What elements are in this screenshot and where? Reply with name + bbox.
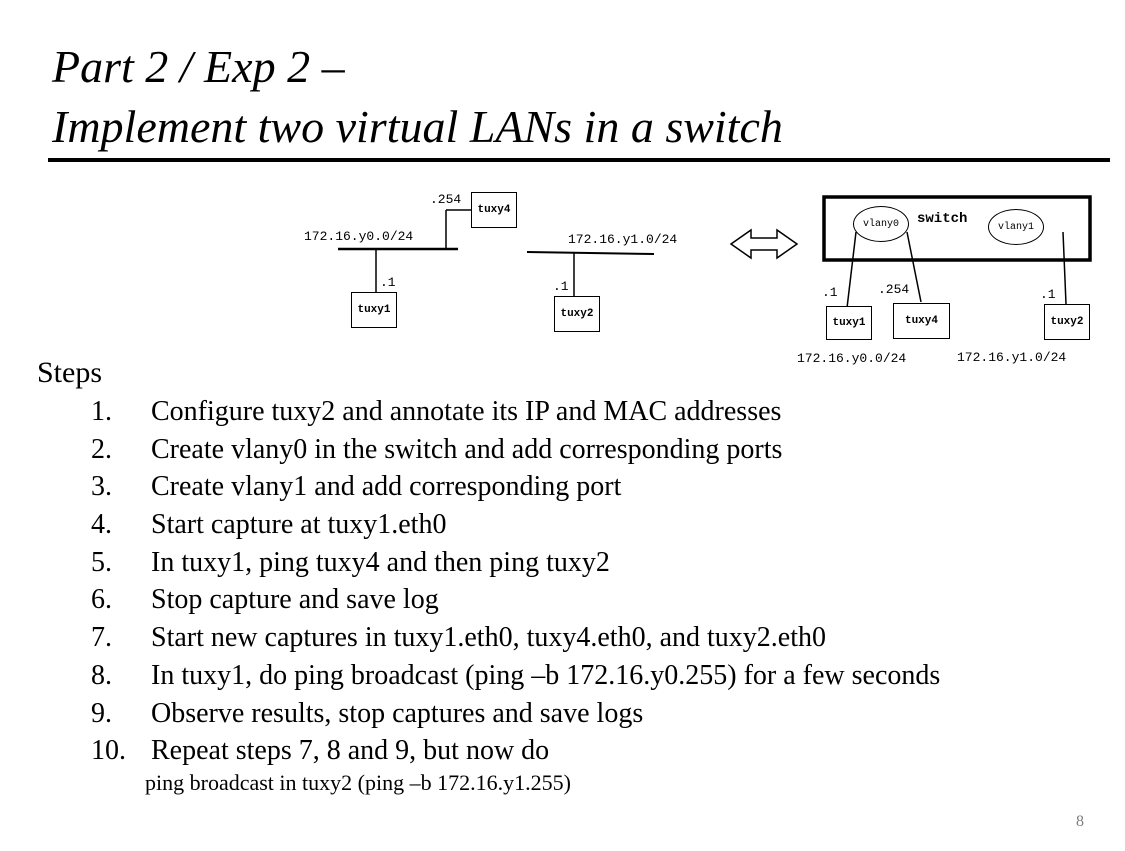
step-text: In tuxy1, ping tuxy4 and then ping tuxy2 xyxy=(151,546,610,578)
step-text: Observe results, stop captures and save … xyxy=(151,697,644,729)
step-text: Create vlany0 in the switch and add corr… xyxy=(151,433,783,465)
step-text: Repeat steps 7, 8 and 9, but now do xyxy=(151,735,550,767)
step-number: 7. xyxy=(91,622,112,654)
step-number: 3. xyxy=(91,471,112,503)
step-text: Start new captures in tuxy1.eth0, tuxy4.… xyxy=(151,622,826,654)
step-text: Configure tuxy2 and annotate its IP and … xyxy=(151,396,782,427)
step-number: 6. xyxy=(91,584,112,616)
step-number: 5. xyxy=(91,546,112,578)
subnet-y1-label: 172.16.y1.0/24 xyxy=(568,232,678,247)
step-number: 1. xyxy=(91,396,112,427)
step-number: 9. xyxy=(91,697,112,729)
step-text: In tuxy1, do ping broadcast (ping –b 172… xyxy=(151,659,941,691)
lan-y1-bus xyxy=(526,251,655,255)
step-text: Create vlany1 and add corresponding port xyxy=(151,471,622,503)
tuxy2-address-label: .1 xyxy=(553,279,569,294)
sw-tuxy2-link xyxy=(1062,231,1067,305)
tuxy2-host: tuxy2 xyxy=(554,296,600,332)
sw-tuxy4-address-label: .254 xyxy=(878,282,910,297)
slide-title-line1: Part 2 / Exp 2 – xyxy=(52,41,345,92)
sw-subnet-y0-label: 172.16.y0.0/24 xyxy=(797,351,907,366)
step-text: Start capture at tuxy1.eth0 xyxy=(151,509,447,541)
tuxy4-address-label: .254 xyxy=(430,192,462,207)
sw-tuxy1-link xyxy=(846,231,857,309)
subnet-y0-label: 172.16.y0.0/24 xyxy=(304,229,414,244)
title-underline xyxy=(48,158,1110,162)
step-number: 8. xyxy=(91,659,112,691)
step-number: 2. xyxy=(91,433,112,465)
tuxy1-host: tuxy1 xyxy=(351,292,397,328)
sw-tuxy2-address-label: .1 xyxy=(1040,287,1056,302)
sw-tuxy2-host: tuxy2 xyxy=(1044,304,1090,340)
switch-label: switch xyxy=(917,211,968,227)
tuxy4-host: tuxy4 xyxy=(471,192,517,228)
tuxy1-address-label: .1 xyxy=(380,275,396,290)
step-text: Stop capture and save log xyxy=(151,584,439,616)
vlan-y1-ellipse: vlany1 xyxy=(988,209,1044,245)
slide-title-line2: Implement two virtual LANs in a switch xyxy=(52,101,783,152)
sw-subnet-y1-label: 172.16.y1.0/24 xyxy=(957,350,1067,365)
step-number: 4. xyxy=(91,509,112,541)
sw-tuxy4-link xyxy=(906,231,922,303)
step-number: 10. xyxy=(91,735,126,767)
page-number: 8 xyxy=(1076,813,1084,830)
vlan-y0-ellipse: vlany0 xyxy=(853,206,909,242)
sw-tuxy4-host: tuxy4 xyxy=(893,303,950,339)
network-diagram: 172.16.y0.0/24 .254 tuxy4 .1 tuxy1 172.1… xyxy=(0,0,1125,380)
sw-tuxy1-address-label: .1 xyxy=(822,285,838,300)
steps-heading: Steps xyxy=(37,356,103,389)
sw-tuxy1-host: tuxy1 xyxy=(826,306,872,340)
equivalence-double-arrow xyxy=(729,228,799,260)
step10-continuation: ping broadcast in tuxy2 (ping –b 172.16.… xyxy=(145,770,571,795)
